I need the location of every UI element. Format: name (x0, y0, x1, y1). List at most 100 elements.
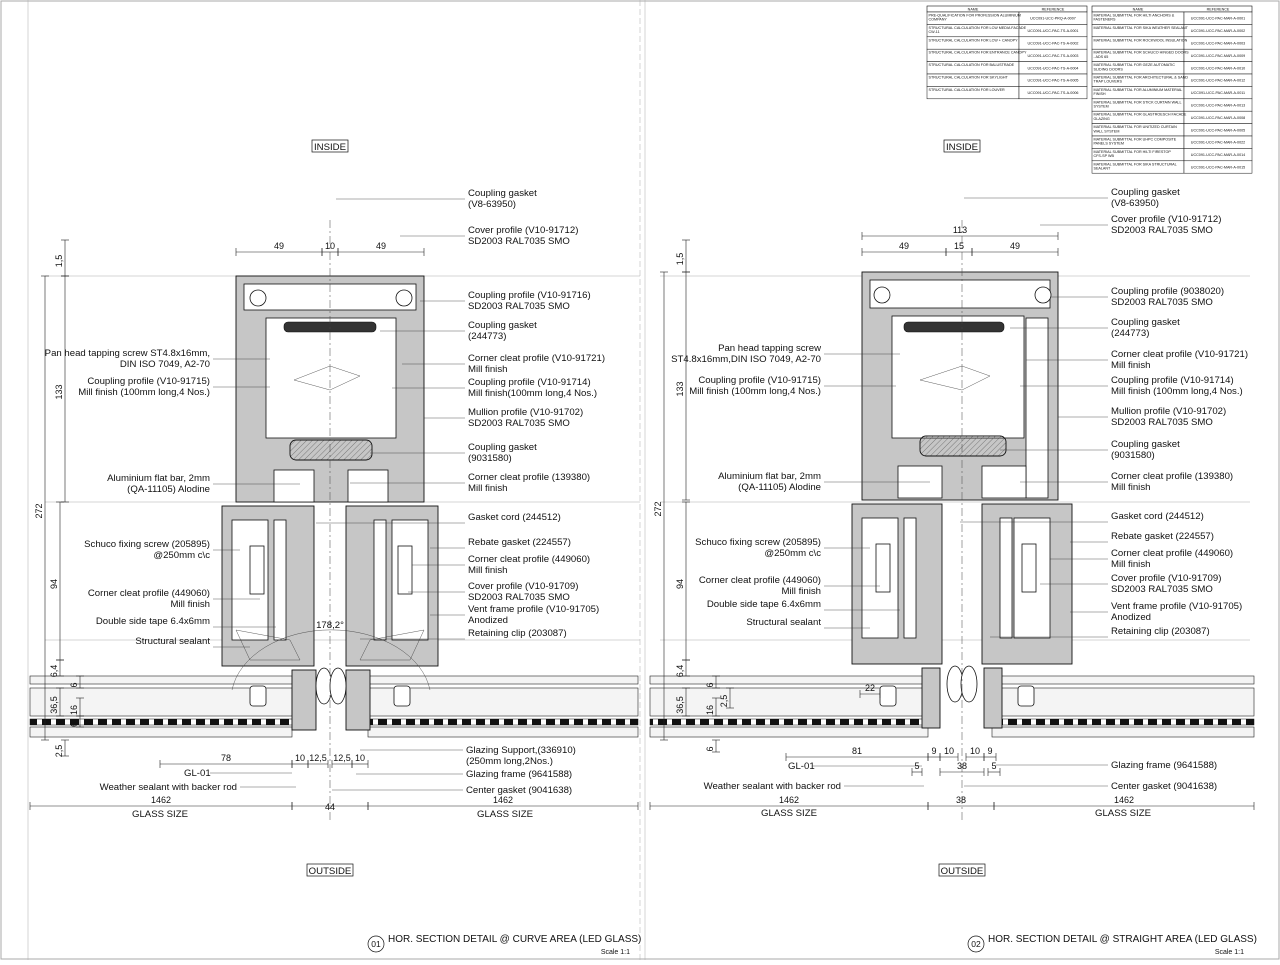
callout-line1: Corner cleat profile (V10-91721) (1111, 349, 1248, 360)
table-cell-name: MATERIAL SUBMITTAL FOR GLASTROESCH FACAD… (1094, 113, 1187, 121)
callout-bottom-text: Center gasket (9041638) (466, 785, 572, 796)
table-cell-reference: UCC091-UCC-PAC-TS-A-0005 (1028, 79, 1079, 83)
callout-line1: Schuco fixing screw (205895) (84, 539, 210, 550)
table-header-cell: NAME (1133, 8, 1144, 12)
callout-line1: Coupling profile (V10-91714) (1111, 375, 1234, 386)
callout-line2: Mill finish (1111, 482, 1150, 493)
callout-right: Cover profile (V10-91709)SD2003 RAL7035 … (408, 581, 578, 603)
callout-line1: Coupling gasket (468, 320, 537, 331)
callout-right: Coupling gasket(9031580) (370, 442, 537, 464)
table-cell-name: STRUCTURAL CALCULATION FOR ENTRANCE CANO… (929, 51, 1027, 55)
callout-right: Corner cleat profile (V10-91721)Mill fin… (1026, 349, 1248, 371)
table-row: STRUCTURAL CALCULATION FOR LCW MEDIA FAC… (926, 24, 1088, 38)
callout-left: Corner cleat profile (449060)Mill finish (88, 588, 260, 610)
title-1: HOR. SECTION DETAIL @ CURVE AREA (LED GL… (388, 934, 641, 945)
dimension-value: 22 (865, 683, 875, 693)
dimension-value: 2,5 (719, 695, 729, 708)
dimension: 94 (49, 501, 64, 661)
callout-line2: ST4.8x16mm,DIN ISO 7049, A2-70 (671, 354, 821, 365)
table-row: STRUCTURAL CALCULATION FOR BALUSTRADEUCC… (926, 61, 1088, 75)
table-cell-reference: UCC091-UCC-PRQ-A-0007 (1030, 17, 1076, 21)
callout-bottom-text: Glazing frame (9641588) (466, 769, 572, 780)
callout-line2: Anodized (1111, 612, 1151, 623)
callout-bottom: Glazing Support,(336910) (360, 745, 576, 756)
dimension-value: 9 (987, 746, 992, 756)
dimension-value: 10 (970, 746, 980, 756)
callout-line1: Retaining clip (203087) (468, 628, 567, 639)
dimension-value: 6 (69, 682, 79, 687)
glass-type-label: GL-01 (184, 768, 211, 779)
title-block-2: 02 HOR. SECTION DETAIL @ STRAIGHT AREA (… (967, 934, 1257, 956)
dimension-value: 12,5 (333, 753, 351, 763)
callout-line2: SD2003 RAL7035 SMO (468, 301, 570, 312)
table-cell-reference: UCC091-UCC-PAC-MAR-A-0009 (1191, 54, 1245, 58)
callout-line1: Coupling gasket (468, 188, 537, 199)
callout-line1: Pan head tapping screw (718, 343, 821, 354)
callout-line2: Mill finish (1111, 360, 1150, 371)
callout-line2: DIN ISO 7049, A2-70 (120, 359, 210, 370)
callout-line2: SD2003 RAL7035 SMO (1111, 584, 1213, 595)
callout-line2: @250mm c\c (153, 550, 210, 561)
dimension: 1462 (29, 795, 293, 810)
callout-line2: SD2003 RAL7035 SMO (1111, 225, 1213, 236)
callout-right: Gasket cord (244512) (316, 512, 561, 524)
callout-line1: Coupling profile (9038020) (1111, 286, 1224, 297)
dimension: 9 (983, 746, 997, 761)
callout-line1: Cover profile (V10-91712) (1111, 214, 1221, 225)
table-cell-name: MATERIAL SUBMITTAL FOR STICK CURTAIN WAL… (1094, 100, 1182, 108)
dimension-value: 12,5 (309, 753, 327, 763)
callout-right: Vent frame profile (V10-91705)Anodized (1070, 601, 1242, 623)
table-cell-reference: UCC091-UCC-PAC-TS-A-0002 (1028, 42, 1079, 46)
dimension-value: 16 (69, 705, 79, 715)
callout-line1: Corner cleat profile (449060) (699, 575, 821, 586)
dimension: 16 (705, 697, 720, 717)
table-cell-reference: UCC091-UCC-PAC-MAR-A-0014 (1191, 153, 1245, 157)
callout-line2: Mill finish (782, 586, 821, 597)
callout-line2: Mill finish (100mm long,4 Nos.) (689, 386, 821, 397)
callout-right: Corner cleat profile (139380)Mill finish (350, 472, 590, 494)
table-cell-name: MATERIAL SUBMITTAL FOR HILTI ANCHORS &FA… (1094, 14, 1175, 22)
table-row: STRUCTURAL CALCULATION FOR SKYLIGHTUCC09… (926, 73, 1088, 87)
callout-right: Corner cleat profile (139380)Mill finish (1020, 471, 1233, 493)
dimension: 36,5 (675, 687, 690, 717)
callout-line1: Aluminium flat bar, 2mm (718, 471, 821, 482)
callout-line1: Cover profile (V10-91709) (468, 581, 578, 592)
dimension: 94 (675, 501, 690, 661)
dimension-value: 10 (295, 753, 305, 763)
dimension-value: 81 (852, 746, 862, 756)
callout-line1: Vent frame profile (V10-91705) (468, 604, 599, 615)
table-cell-reference: UCC091-UCC-PAC-MAR-A-0008 (1191, 116, 1245, 120)
dimension-value: 1462 (779, 795, 799, 805)
callout-left: Structural sealant (746, 617, 870, 629)
callout-right: Cover profile (V10-91709)SD2003 RAL7035 … (1040, 573, 1221, 595)
callout-left: Schuco fixing screw (205895)@250mm c\c (84, 539, 240, 561)
callout-line2: SD2003 RAL7035 SMO (1111, 297, 1213, 308)
callout-right: Corner cleat profile (449060)Mill finish (1050, 548, 1233, 570)
table-header-cell: REFERENCE (1042, 8, 1065, 12)
dimension: 113 (861, 225, 1059, 240)
callout-right: Coupling profile (V10-91716)SD2003 RAL70… (420, 290, 591, 312)
callout-line2: (QA-11105) Alodine (127, 484, 210, 495)
dimension: 44 (291, 802, 369, 812)
table-cell-reference: UCC091-UCC-PAC-TS-A-0003 (1028, 54, 1079, 58)
dimension: 133 (54, 275, 69, 503)
table-row: MATERIAL SUBMITTAL FOR SIKA WEATHER SEAL… (1091, 24, 1253, 38)
dimension-value: 6 (705, 682, 715, 687)
table-cell-reference: UCC091-UCC-PAC-MAR-A-0002 (1191, 29, 1245, 33)
table-cell-reference: UCC091-UCC-PAC-TS-A-0001 (1028, 29, 1079, 33)
dimension: 6 (69, 715, 84, 728)
scale-2: Scale 1:1 (1215, 949, 1244, 956)
callout-line2: Mill finish (100mm long,4 Nos.) (1111, 386, 1243, 397)
callout-line2: (244773) (1111, 328, 1149, 339)
callout-line1: Rebate gasket (224557) (468, 537, 571, 548)
callout-line1: Gasket cord (244512) (1111, 511, 1204, 522)
callout-right: Coupling gasket(V8-63950) (964, 187, 1180, 209)
table-row: STRUCTURAL CALCULATION FOR LOUVERUCC091-… (926, 86, 1088, 100)
